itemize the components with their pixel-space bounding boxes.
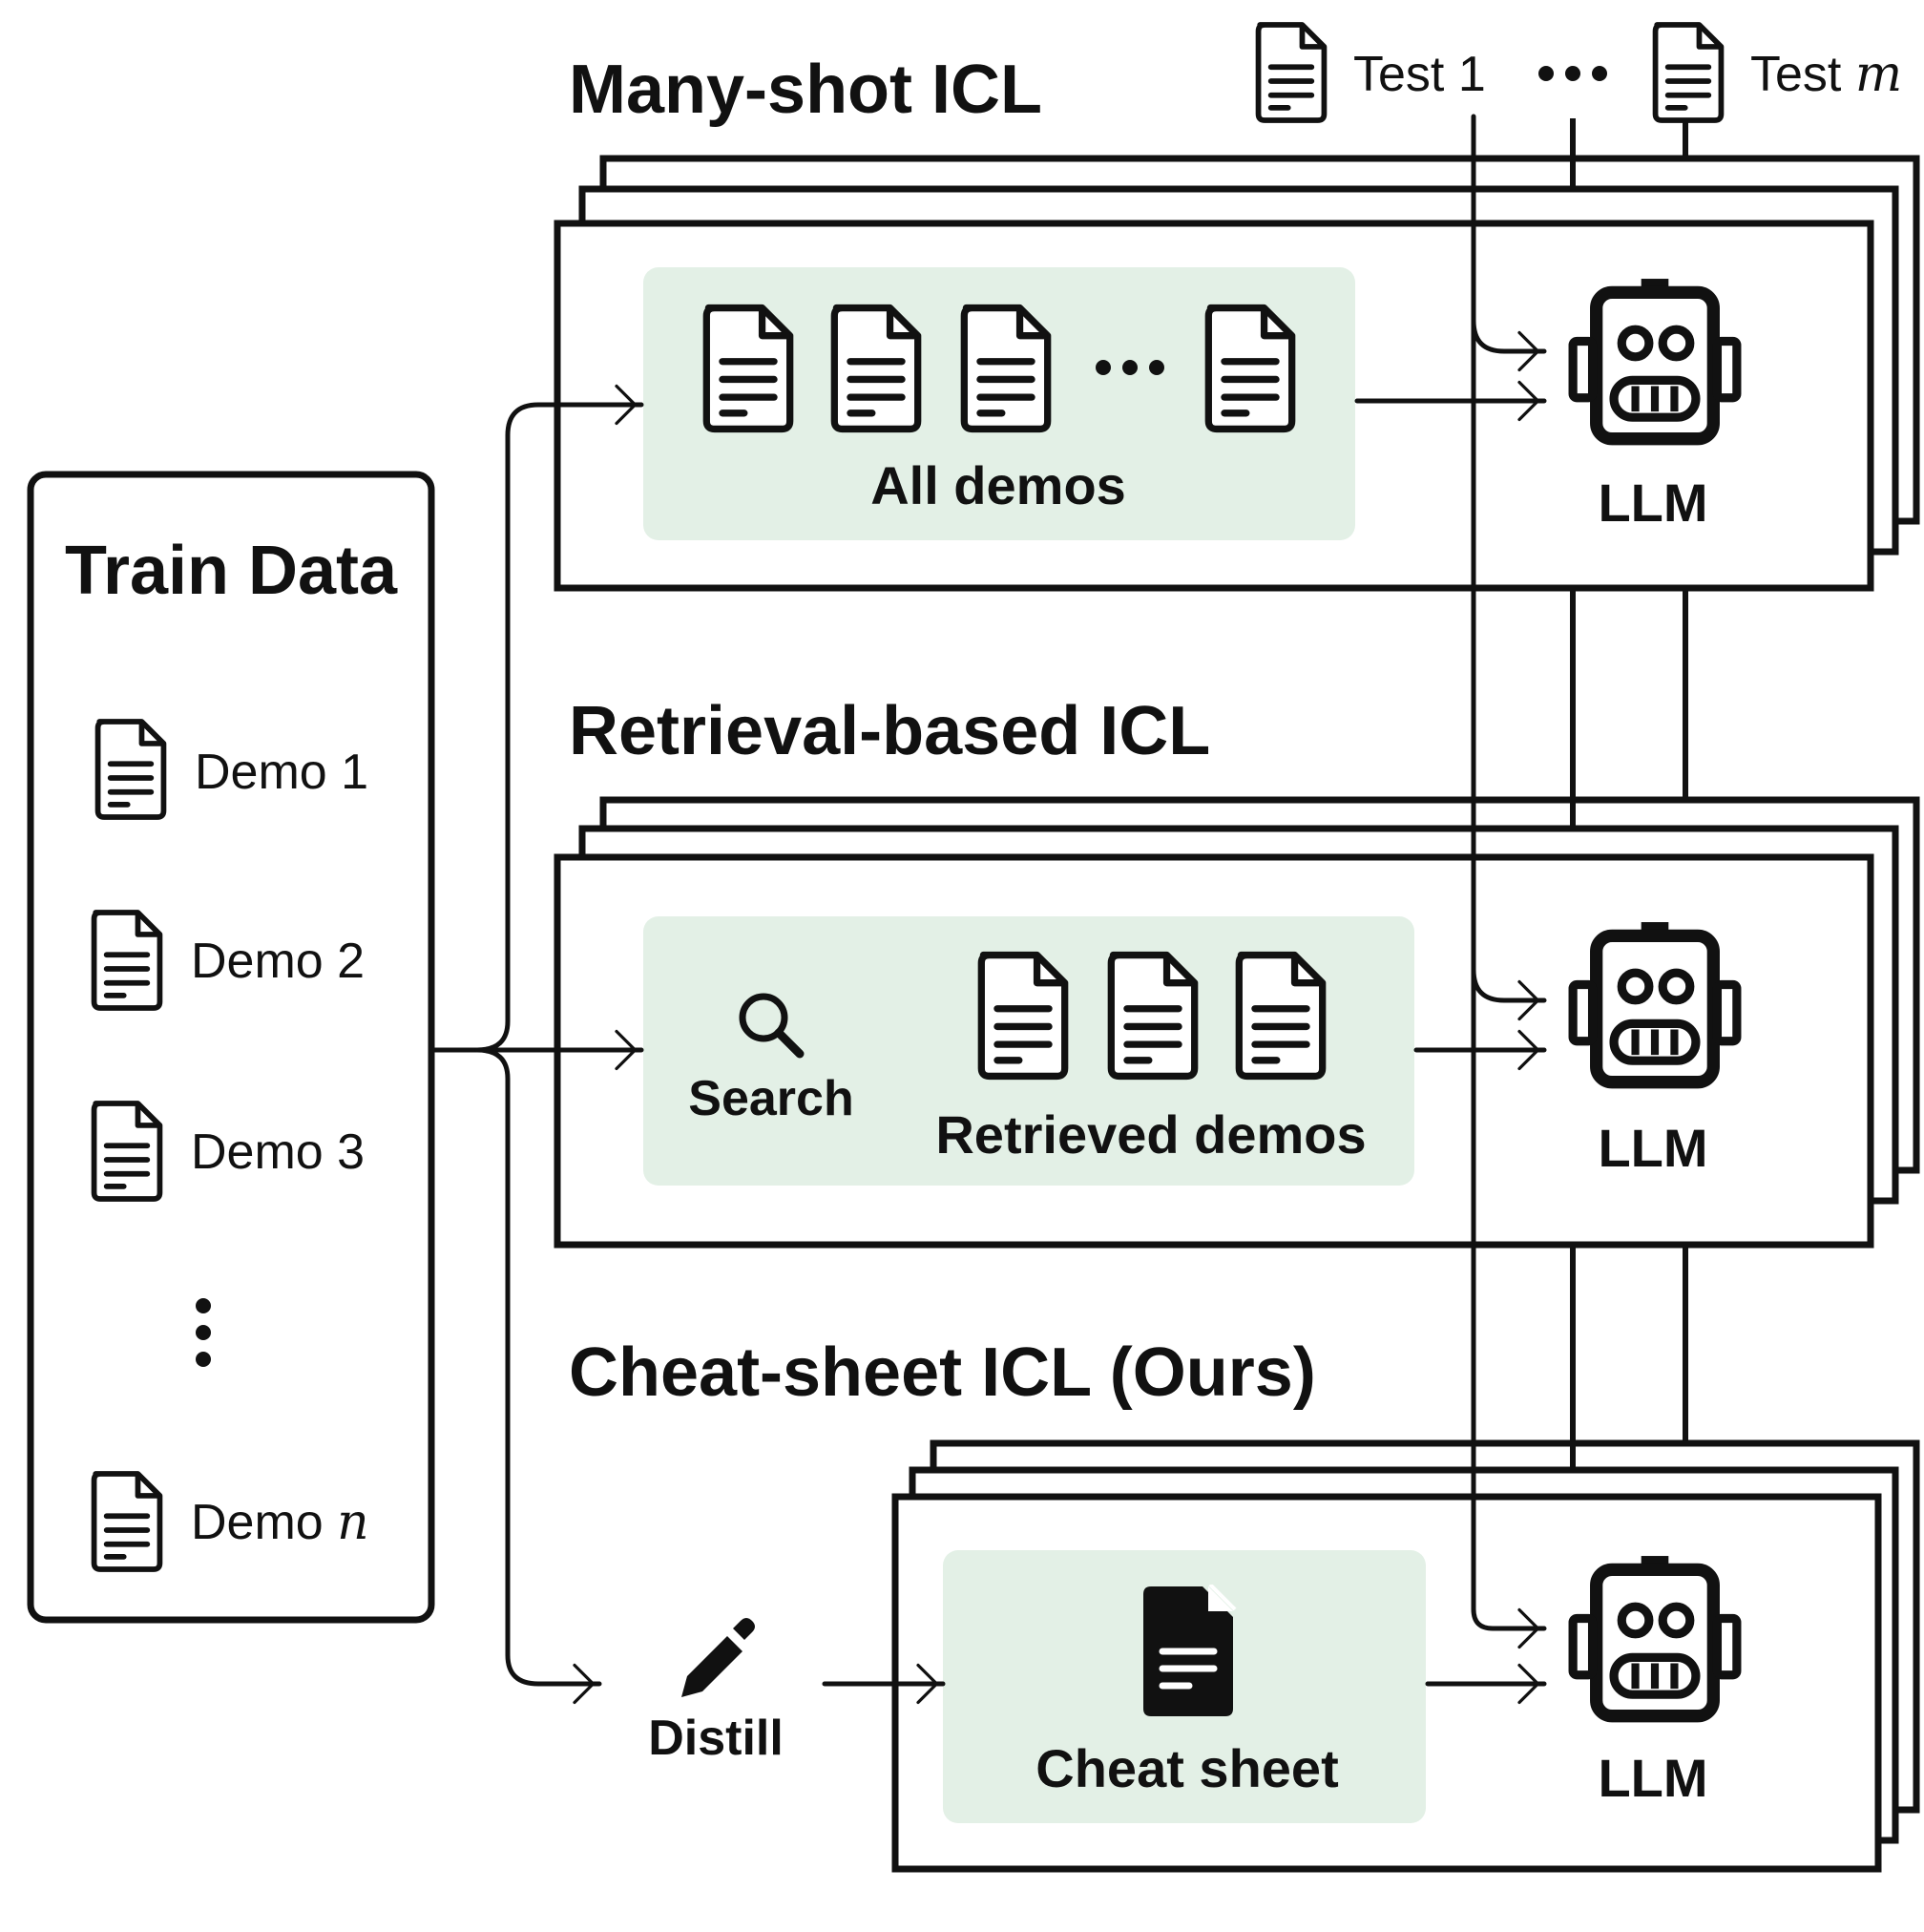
document-icon	[1259, 25, 1325, 120]
robot-icon	[1573, 279, 1737, 439]
pencil-icon	[681, 1618, 755, 1697]
robot-icon	[1573, 922, 1737, 1082]
test-m: Test m	[1656, 25, 1902, 120]
test-label-m: Test m	[1750, 46, 1902, 103]
filled-document-icon	[1143, 1585, 1235, 1716]
many-shot-title: Many-shot ICL	[569, 52, 1042, 128]
test-label-1: Test 1	[1353, 47, 1486, 102]
document-icon	[964, 308, 1047, 430]
demo-item-1: Demo 1	[98, 722, 368, 817]
distill-label: Distill	[648, 1711, 784, 1766]
retrieval-title: Retrieval-based ICL	[569, 693, 1210, 769]
train-data-panel: Train Data Demo 1 Demo 2 Demo 3 Demo n	[27, 471, 435, 1624]
document-icon	[98, 722, 164, 817]
vertical-dots-icon	[196, 1298, 211, 1367]
connectors	[430, 114, 1688, 1705]
llm-label-cheat-sheet: LLM	[1598, 1748, 1707, 1808]
llm-label-retrieval: LLM	[1598, 1118, 1707, 1178]
cheat-sheet-panel: Cheat sheet	[943, 1550, 1426, 1823]
demo-item-3: Demo 3	[94, 1103, 365, 1199]
train-data-title: Train Data	[65, 533, 398, 609]
llm-label-many-shot: LLM	[1598, 472, 1707, 533]
test-1: Test 1	[1259, 25, 1486, 120]
document-icon	[94, 913, 160, 1008]
robot-icon	[1573, 1556, 1737, 1716]
document-icon	[1656, 25, 1722, 120]
all-demos-panel: All demos	[643, 267, 1355, 540]
demo-item-n: Demo n	[94, 1474, 369, 1569]
horizontal-dots-icon	[1096, 360, 1164, 375]
horizontal-dots-icon	[1538, 66, 1607, 81]
document-icon	[1239, 956, 1322, 1077]
retrieved-demos-label: Retrieved demos	[935, 1104, 1366, 1165]
cheat-sheet-label: Cheat sheet	[1035, 1738, 1338, 1798]
retrieved-demos-panel: Search Retrieved demos	[643, 916, 1414, 1186]
all-demos-label: All demos	[870, 455, 1126, 515]
document-icon	[1111, 956, 1194, 1077]
demo-label-1: Demo 1	[195, 745, 368, 800]
search-icon	[739, 993, 805, 1059]
demo-label-2: Demo 2	[191, 934, 365, 989]
search-label: Search	[688, 1071, 853, 1126]
document-icon	[834, 308, 917, 430]
document-icon	[94, 1103, 160, 1199]
cheat-sheet-title: Cheat-sheet ICL (Ours)	[569, 1334, 1316, 1411]
document-icon	[1208, 308, 1291, 430]
distill-step: Distill	[648, 1618, 784, 1766]
document-icon	[94, 1474, 160, 1569]
demo-label-n: Demo n	[191, 1494, 369, 1551]
demo-label-3: Demo 3	[191, 1124, 365, 1180]
document-icon	[706, 308, 789, 430]
demo-item-2: Demo 2	[94, 913, 365, 1008]
document-icon	[981, 956, 1064, 1077]
